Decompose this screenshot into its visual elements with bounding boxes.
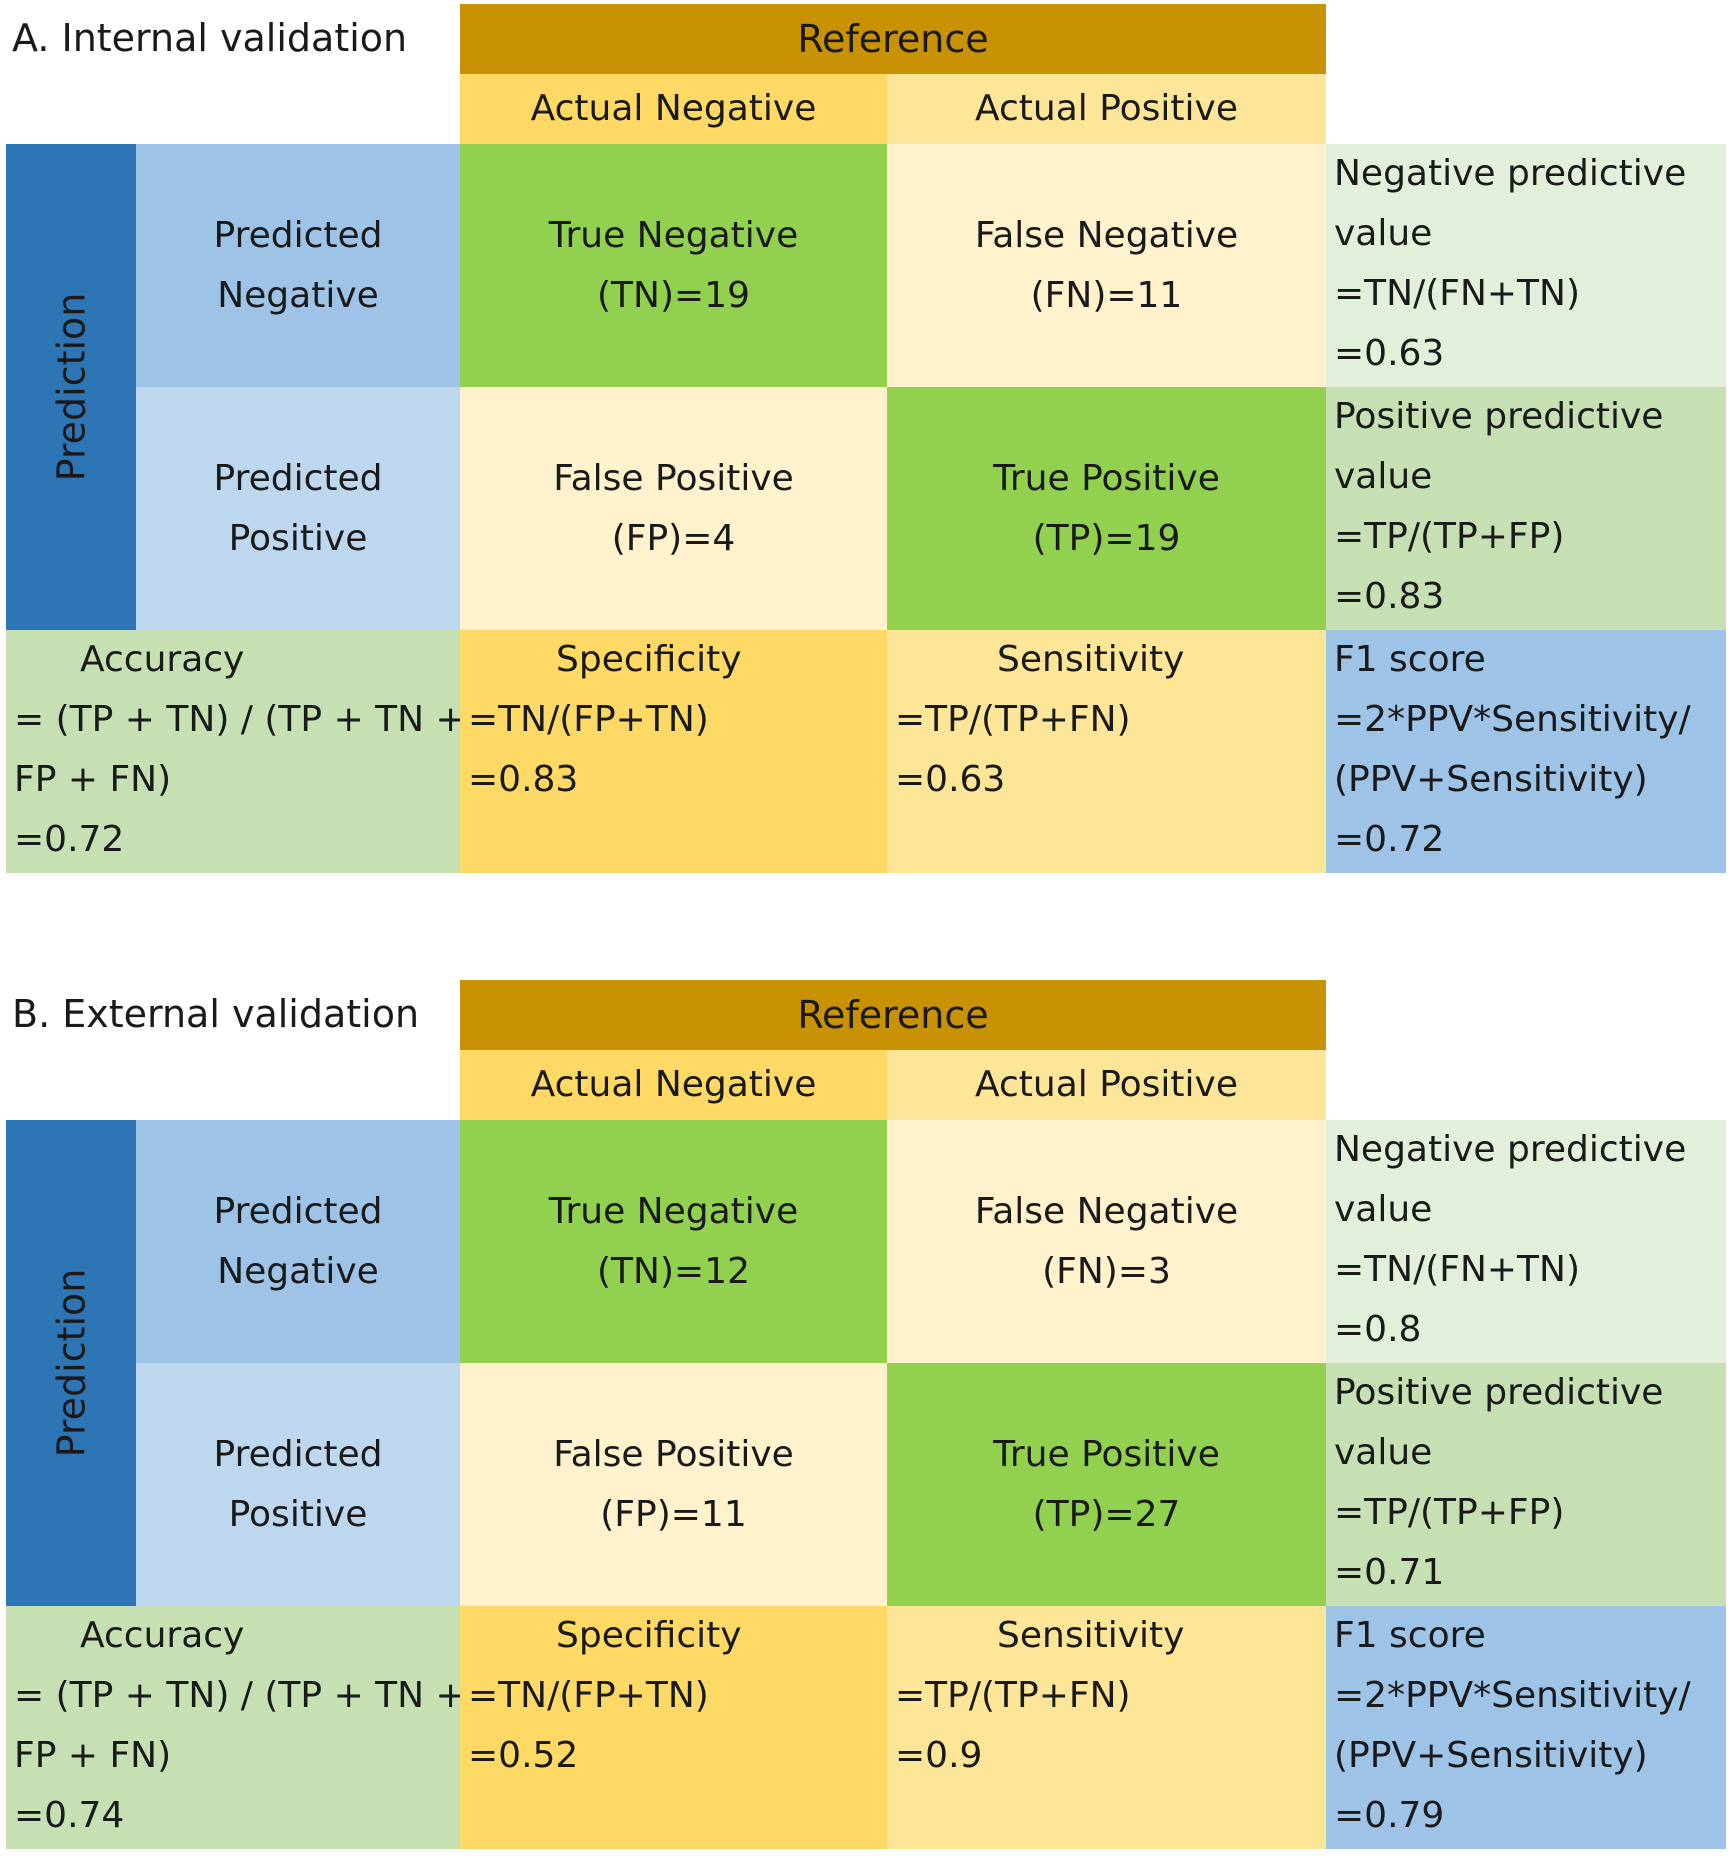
predicted-positive-header: Predicted Positive <box>136 1363 460 1606</box>
sensitivity-cell: Sensitivity =TP/(TP+FN) =0.63 <box>887 630 1326 873</box>
f1-score-cell: F1 score =2*PPV*Sensitivity/ (PPV+Sensit… <box>1326 630 1726 873</box>
true-positive-cell: True Positive (TP)=19 <box>887 387 1326 630</box>
npv-cell: Negative predictive value =TN/(FN+TN) =0… <box>1326 144 1726 387</box>
npv-cell: Negative predictive value =TN/(FN+TN) =0… <box>1326 1120 1726 1363</box>
false-positive-cell: False Positive (FP)=11 <box>460 1363 887 1606</box>
true-positive-cell: True Positive (TP)=27 <box>887 1363 1326 1606</box>
actual-negative-header: Actual Negative <box>460 74 887 144</box>
accuracy-cell: Accuracy = (TP + TN) / (TP + TN + FP + F… <box>6 630 466 873</box>
panel-title: A. Internal validation <box>12 16 408 60</box>
reference-header: Reference <box>460 4 1326 74</box>
specificity-cell: Specificity =TN/(FP+TN) =0.83 <box>460 630 887 873</box>
true-negative-cell: True Negative (TN)=19 <box>460 144 887 387</box>
ppv-cell: Positive predictive value =TP/(TP+FP) =0… <box>1326 387 1726 630</box>
false-negative-cell: False Negative (FN)=11 <box>887 144 1326 387</box>
sensitivity-cell: Sensitivity =TP/(TP+FN) =0.9 <box>887 1606 1326 1849</box>
prediction-label: Prediction <box>49 1268 93 1458</box>
false-positive-cell: False Positive (FP)=4 <box>460 387 887 630</box>
prediction-label: Prediction <box>49 292 93 482</box>
specificity-cell: Specificity =TN/(FP+TN) =0.52 <box>460 1606 887 1849</box>
panel-title: B. External validation <box>12 992 420 1036</box>
predicted-negative-header: Predicted Negative <box>136 144 460 387</box>
predicted-positive-header: Predicted Positive <box>136 387 460 630</box>
predicted-negative-header: Predicted Negative <box>136 1120 460 1363</box>
prediction-bar: Prediction <box>6 144 136 630</box>
false-negative-cell: False Negative (FN)=3 <box>887 1120 1326 1363</box>
prediction-bar: Prediction <box>6 1120 136 1606</box>
actual-positive-header: Actual Positive <box>887 1050 1326 1120</box>
reference-header: Reference <box>460 980 1326 1050</box>
true-negative-cell: True Negative (TN)=12 <box>460 1120 887 1363</box>
ppv-cell: Positive predictive value =TP/(TP+FP) =0… <box>1326 1363 1726 1606</box>
accuracy-cell: Accuracy = (TP + TN) / (TP + TN + FP + F… <box>6 1606 466 1849</box>
f1-score-cell: F1 score =2*PPV*Sensitivity/ (PPV+Sensit… <box>1326 1606 1726 1849</box>
actual-positive-header: Actual Positive <box>887 74 1326 144</box>
actual-negative-header: Actual Negative <box>460 1050 887 1120</box>
